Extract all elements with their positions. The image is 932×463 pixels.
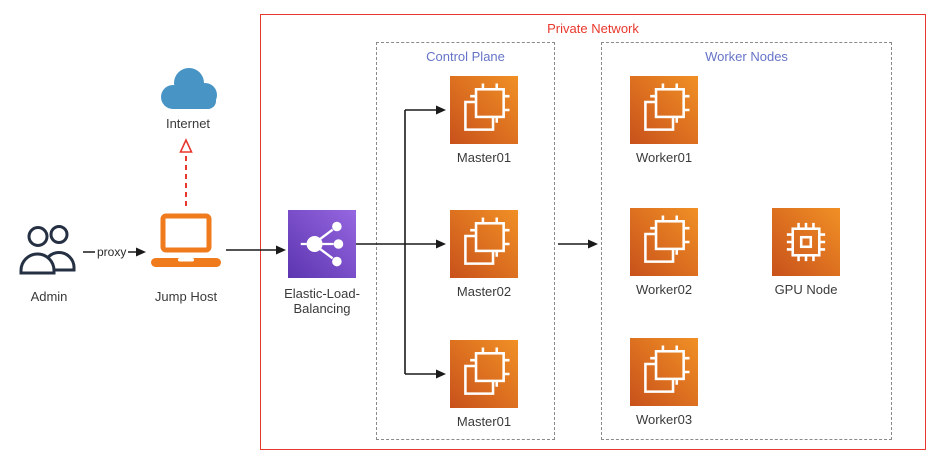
node-admin xyxy=(16,218,82,281)
node-elb xyxy=(288,210,356,278)
node-master03 xyxy=(450,340,518,408)
private-network-region: Private Network xyxy=(260,14,926,450)
node-master02 xyxy=(450,210,518,278)
users-icon xyxy=(19,225,76,275)
node-master03-label: Master01 xyxy=(456,414,512,429)
ec2-instances-icon xyxy=(630,338,698,406)
node-worker02 xyxy=(630,208,698,276)
ec2-instances-icon xyxy=(450,340,518,408)
node-master02-label: Master02 xyxy=(456,284,512,299)
node-internet-label: Internet xyxy=(165,116,211,131)
node-gpu xyxy=(772,208,840,276)
ec2-instances-icon xyxy=(630,76,698,144)
laptop-notch xyxy=(178,258,194,262)
edge-jumphost-internet xyxy=(179,138,193,206)
ec2-instances-icon xyxy=(630,208,698,276)
node-jump-host-label: Jump Host xyxy=(154,289,218,304)
control-plane-region: Control Plane xyxy=(376,42,555,440)
node-worker03-label: Worker03 xyxy=(635,412,693,427)
node-elb-label-line2: Balancing xyxy=(293,301,351,316)
private-network-label: Private Network xyxy=(547,21,639,36)
cloud-icon xyxy=(161,68,217,109)
node-internet xyxy=(152,62,224,119)
node-elb-label-line1: Elastic-Load- xyxy=(284,286,360,301)
ec2-instances-icon xyxy=(450,210,518,278)
node-gpu-label: GPU Node xyxy=(774,282,838,297)
proxy-label: proxy xyxy=(95,245,129,259)
node-worker01-label: Worker01 xyxy=(635,150,693,165)
node-worker02-label: Worker02 xyxy=(635,282,693,297)
microchip-icon xyxy=(772,208,840,276)
node-worker03 xyxy=(630,338,698,406)
ec2-instances-icon xyxy=(450,76,518,144)
laptop-icon xyxy=(151,213,221,267)
worker-nodes-label: Worker Nodes xyxy=(705,49,788,64)
load-balancer-icon xyxy=(288,210,356,278)
node-admin-label: Admin xyxy=(30,289,68,304)
laptop-screen xyxy=(160,213,212,253)
node-master01 xyxy=(450,76,518,144)
node-master01-label: Master01 xyxy=(456,150,512,165)
laptop-base xyxy=(151,258,221,267)
node-jump-host xyxy=(148,212,224,281)
worker-nodes-region: Worker Nodes xyxy=(601,42,892,440)
node-worker01 xyxy=(630,76,698,144)
control-plane-label: Control Plane xyxy=(426,49,505,64)
